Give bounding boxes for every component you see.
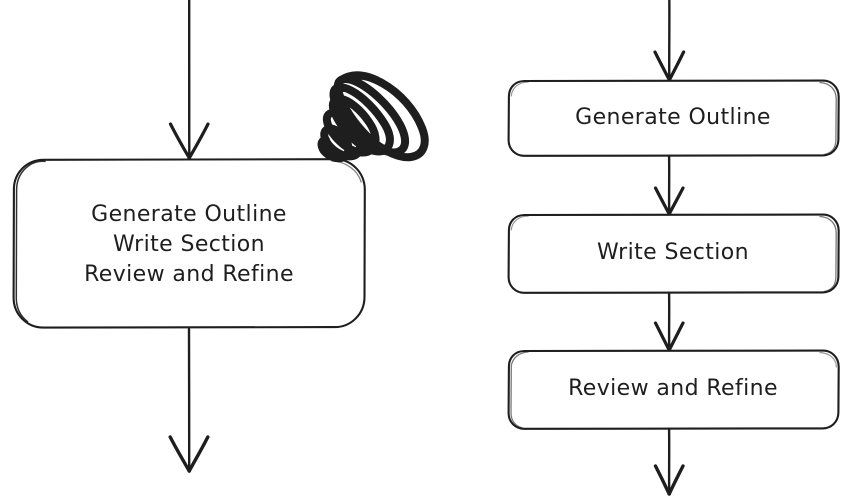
left-incoming-arrow <box>168 0 210 160</box>
right-diagram-group <box>507 0 840 496</box>
node-box-generate-outline[interactable] <box>507 79 840 157</box>
left-diagram-group <box>12 0 429 473</box>
left-outgoing-arrow <box>168 327 210 473</box>
merged-node-box[interactable] <box>12 158 366 329</box>
right-arrow-0-1 <box>653 154 685 216</box>
scribble-annotation-icon <box>317 71 429 163</box>
right-arrow-out <box>653 427 685 496</box>
node-box-write-section[interactable] <box>507 213 840 294</box>
right-arrow-1-2 <box>653 291 685 352</box>
right-arrow-in <box>653 0 686 82</box>
node-box-review-and-refine[interactable] <box>507 349 840 430</box>
